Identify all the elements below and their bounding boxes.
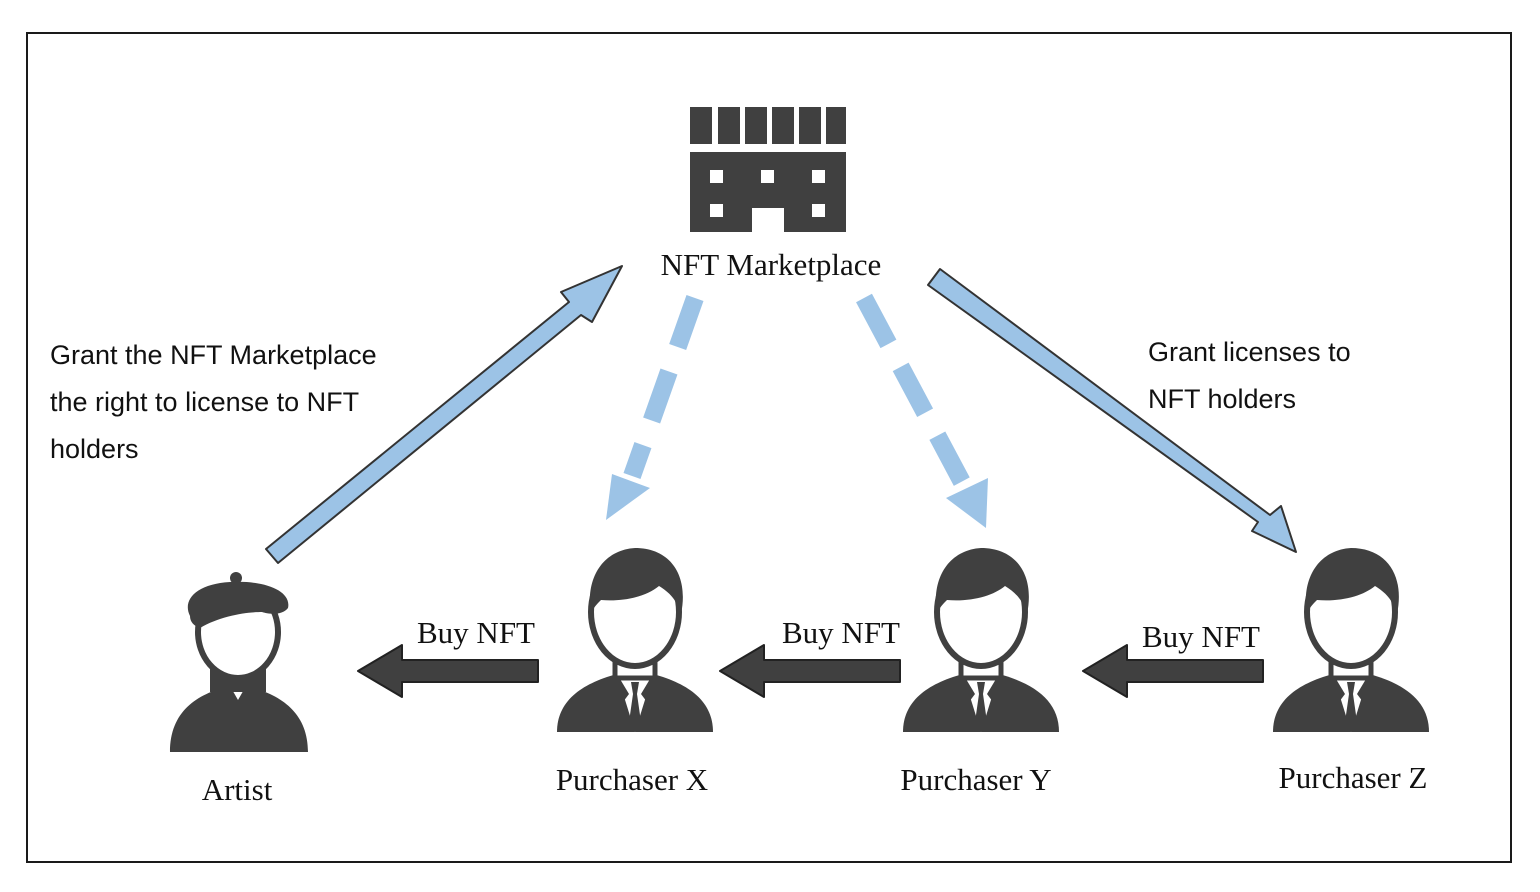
diagram-frame xyxy=(26,32,1512,863)
grant-right-arrow xyxy=(265,265,623,564)
purchaser-y-label: Purchaser Y xyxy=(900,762,1051,797)
buy-arrow-x-to-artist xyxy=(357,644,539,698)
buy-label-x: Buy NFT xyxy=(417,615,535,650)
annotation-line: the right to license to NFT xyxy=(50,387,359,417)
buy-arrow-z-to-y xyxy=(1082,644,1264,698)
grant-licenses-annotation: Grant licenses to NFT holders xyxy=(1148,337,1351,414)
buy-label-z: Buy NFT xyxy=(1142,619,1260,654)
annotation-line: NFT holders xyxy=(1148,384,1296,414)
annotation-line: holders xyxy=(50,434,139,464)
artist-beret-icon xyxy=(170,572,308,752)
buy-label-y: Buy NFT xyxy=(782,615,900,650)
buy-arrow-y-to-x xyxy=(719,644,901,698)
artist-label: Artist xyxy=(202,772,273,807)
purchaser-z-label: Purchaser Z xyxy=(1279,760,1428,795)
purchaser-x-label: Purchaser X xyxy=(556,762,708,797)
annotation-line: Grant licenses to xyxy=(1148,337,1351,367)
marketplace-label: NFT Marketplace xyxy=(661,247,882,282)
dashed-arrow-to-purchaser-y xyxy=(856,293,988,528)
grant-marketplace-annotation: Grant the NFT Marketplace the right to l… xyxy=(50,340,377,464)
purchaser-x-icon xyxy=(557,548,713,732)
purchaser-z-icon xyxy=(1273,548,1429,732)
purchaser-y-icon xyxy=(903,548,1059,732)
store-building-icon xyxy=(690,107,846,232)
grant-licenses-arrow xyxy=(927,268,1297,553)
annotation-line: Grant the NFT Marketplace xyxy=(50,340,377,370)
dashed-arrow-to-purchaser-x xyxy=(606,294,704,520)
